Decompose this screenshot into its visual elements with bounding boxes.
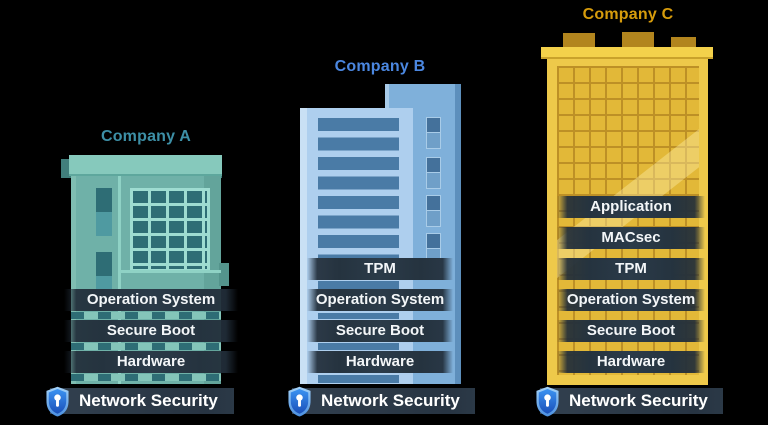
layer-macsec: MACsec	[557, 227, 705, 249]
building-c-chimney	[622, 32, 654, 48]
building-b-tower-window	[426, 210, 441, 227]
building-a-window	[96, 276, 112, 289]
building-a-window-row	[71, 343, 221, 350]
building-b-tower-window	[426, 132, 441, 149]
building-b-window-stripe	[318, 281, 399, 289]
building-a-window-row	[71, 374, 221, 381]
network-security-label: Network Security	[321, 391, 460, 410]
network-security-label: Network Security	[79, 391, 218, 410]
company-a-title: Company A	[100, 128, 192, 145]
building-b-window-stripe	[318, 375, 399, 383]
building-a-divider	[118, 176, 121, 384]
building-a-ledge	[219, 263, 229, 286]
building-a-cornice	[69, 155, 222, 176]
building-b-window-stripes	[318, 118, 399, 258]
building-c-glass-reflection	[557, 82, 699, 280]
company-b-title: Company B	[334, 58, 426, 75]
building-a-ledge-line	[121, 270, 221, 273]
building-b-main-edge	[300, 108, 307, 384]
layer-hardware: Hardware	[557, 351, 705, 373]
company-c-title: Company C	[582, 6, 674, 23]
layer-tpm: TPM	[557, 258, 705, 280]
layer-secure-boot: Secure Boot	[64, 320, 238, 342]
building-a-window	[96, 212, 112, 236]
building-a-window-row	[71, 312, 221, 319]
building-c-chimney	[671, 37, 696, 48]
layer-tpm: TPM	[307, 258, 453, 280]
building-c-cornice	[541, 47, 713, 59]
network-security-bar: Network Security	[540, 388, 723, 414]
network-security-label: Network Security	[569, 391, 708, 410]
building-b-window-stripe	[318, 343, 399, 350]
building-b-tower-edge	[455, 84, 461, 384]
building-b-tower-window	[426, 172, 441, 189]
building-a-left-pillar	[61, 159, 71, 178]
building-c-chimney	[563, 33, 595, 48]
layer-secure-boot: Secure Boot	[307, 320, 453, 342]
building-b-window-stripe	[318, 313, 399, 319]
layer-hardware: Hardware	[64, 351, 238, 373]
building-a-window	[96, 252, 112, 276]
building-a-window-grid	[130, 188, 210, 272]
network-security-bar: Network Security	[50, 388, 234, 414]
shield-keyhole-icon	[536, 386, 559, 417]
building-a-left-edge	[71, 176, 76, 384]
layer-secure-boot: Secure Boot	[557, 320, 705, 342]
layer-hardware: Hardware	[307, 351, 453, 373]
layer-operation-system: Operation System	[557, 289, 705, 311]
network-security-bar: Network Security	[292, 388, 475, 414]
layer-operation-system: Operation System	[64, 289, 238, 311]
building-a-window	[96, 188, 112, 212]
layer-application: Application	[557, 196, 705, 218]
layer-operation-system: Operation System	[307, 289, 453, 311]
